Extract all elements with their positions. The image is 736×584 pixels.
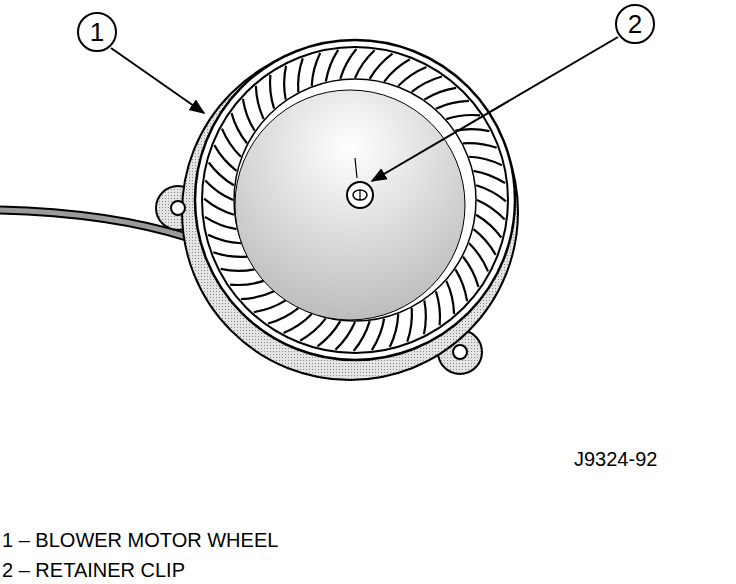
fan-blade: [436, 291, 440, 325]
fan-blade: [326, 50, 338, 82]
fan-blade: [473, 171, 505, 183]
fan-blade: [412, 77, 442, 92]
legend-line: 1 – BLOWER MOTOR WHEEL: [2, 529, 278, 551]
fan-blade: [463, 143, 497, 148]
fan-blade: [230, 281, 264, 285]
fan-blade: [469, 157, 502, 165]
fan-blade: [205, 217, 237, 229]
fan-blade: [463, 257, 478, 287]
callout-number: 2: [628, 11, 642, 37]
leader-line: [372, 37, 618, 181]
fan-blade: [298, 58, 303, 92]
fan-blade: [455, 269, 467, 301]
fan-blade: [424, 300, 426, 334]
fan-blade: [221, 269, 255, 271]
fan-blade: [284, 66, 286, 100]
legend-line: 2 – RETAINER CLIP: [2, 559, 185, 581]
fan-blade: [354, 321, 370, 351]
fan-blade: [476, 185, 506, 201]
fan-blade: [469, 243, 488, 271]
fan-blade: [312, 53, 320, 86]
fan-blade: [243, 99, 255, 131]
leader-line: [111, 48, 204, 113]
motor-flange: [156, 44, 518, 380]
callout-circle: 2: [615, 4, 655, 44]
fan-blade: [446, 281, 454, 314]
callout-circle: 1: [77, 12, 117, 52]
fan-blade: [372, 318, 384, 350]
fan-blade: [268, 308, 298, 323]
fan-blade: [213, 252, 247, 257]
fan-blade: [407, 308, 412, 342]
fan-blade: [254, 300, 286, 312]
fan-blade: [424, 88, 456, 100]
fan-blade: [241, 291, 274, 299]
fan-blade: [256, 86, 264, 119]
fan-blade: [446, 115, 480, 119]
fan-blade: [204, 199, 234, 215]
fan-blade: [390, 314, 398, 347]
fan-blade: [284, 314, 312, 333]
fan-blade: [222, 129, 241, 157]
fan-blade: [270, 75, 274, 109]
callout-number: 1: [90, 19, 104, 45]
figure-code: J9324-92: [574, 448, 657, 470]
fan-blade: [208, 235, 241, 243]
blower-wheel: [195, 40, 515, 360]
fan-blade: [398, 67, 426, 86]
fan-blade: [436, 101, 469, 109]
fan-blade: [232, 113, 247, 143]
fan-blade: [340, 49, 356, 79]
